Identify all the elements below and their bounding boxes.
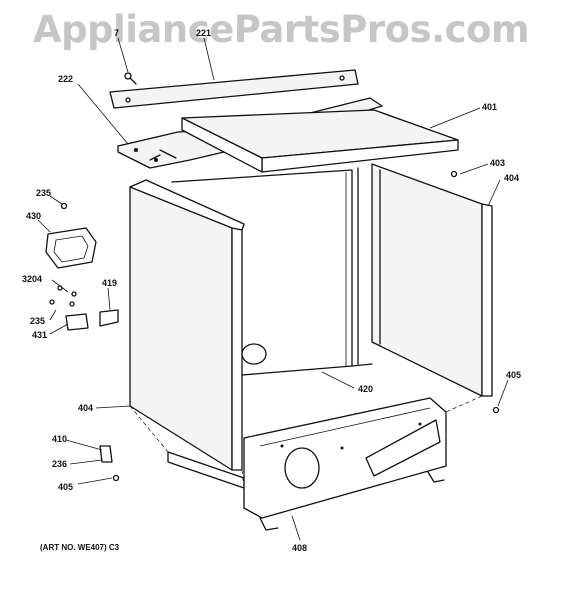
- callout-3204: 3204: [22, 274, 43, 284]
- callout-404-left: 404: [78, 403, 94, 413]
- dashed-hidden-edges: [129, 395, 483, 489]
- callout-7: 7: [114, 28, 120, 38]
- callout-401: 401: [482, 102, 498, 112]
- watermark: AppliancePartsPros.com: [32, 8, 530, 51]
- callout-221: 221: [196, 28, 212, 38]
- callout-431: 431: [32, 330, 48, 340]
- callout-419: 419: [102, 278, 118, 288]
- rear-panel-opening: [241, 343, 267, 365]
- callout-405-right: 405: [506, 370, 522, 380]
- base-408: [167, 397, 447, 531]
- leader-lines: [37, 37, 509, 541]
- rear-frame-420: [171, 167, 373, 376]
- screw-235-top: [60, 202, 68, 210]
- side-panel-left-404: [129, 179, 245, 471]
- callout-408: 408: [292, 543, 308, 553]
- screw-405-left: [112, 474, 120, 482]
- bracket-419: [99, 309, 119, 327]
- callout-420: 420: [358, 384, 374, 394]
- screw-7: [124, 72, 137, 85]
- screw-403: [450, 170, 458, 178]
- screw-405-right: [492, 406, 500, 414]
- callout-235-top: 235: [36, 188, 52, 198]
- callout-403: 403: [490, 158, 506, 168]
- bracket-431: [65, 313, 89, 331]
- callout-430: 430: [26, 211, 42, 221]
- callout-236: 236: [52, 459, 68, 469]
- top-cover-221: [109, 69, 359, 109]
- screws-3204: [49, 285, 77, 307]
- gasket-430: [45, 227, 97, 269]
- top-panel-401: [181, 109, 459, 173]
- side-panel-right-404: [371, 163, 493, 397]
- callout-235-mid: 235: [30, 316, 46, 326]
- bracket-410-236: [99, 445, 113, 463]
- callout-405-left: 405: [58, 482, 74, 492]
- callout-222: 222: [58, 74, 74, 84]
- callout-404-right: 404: [504, 173, 520, 183]
- callout-410: 410: [52, 434, 68, 444]
- art-number: (ART NO. WE407) C3: [40, 543, 120, 552]
